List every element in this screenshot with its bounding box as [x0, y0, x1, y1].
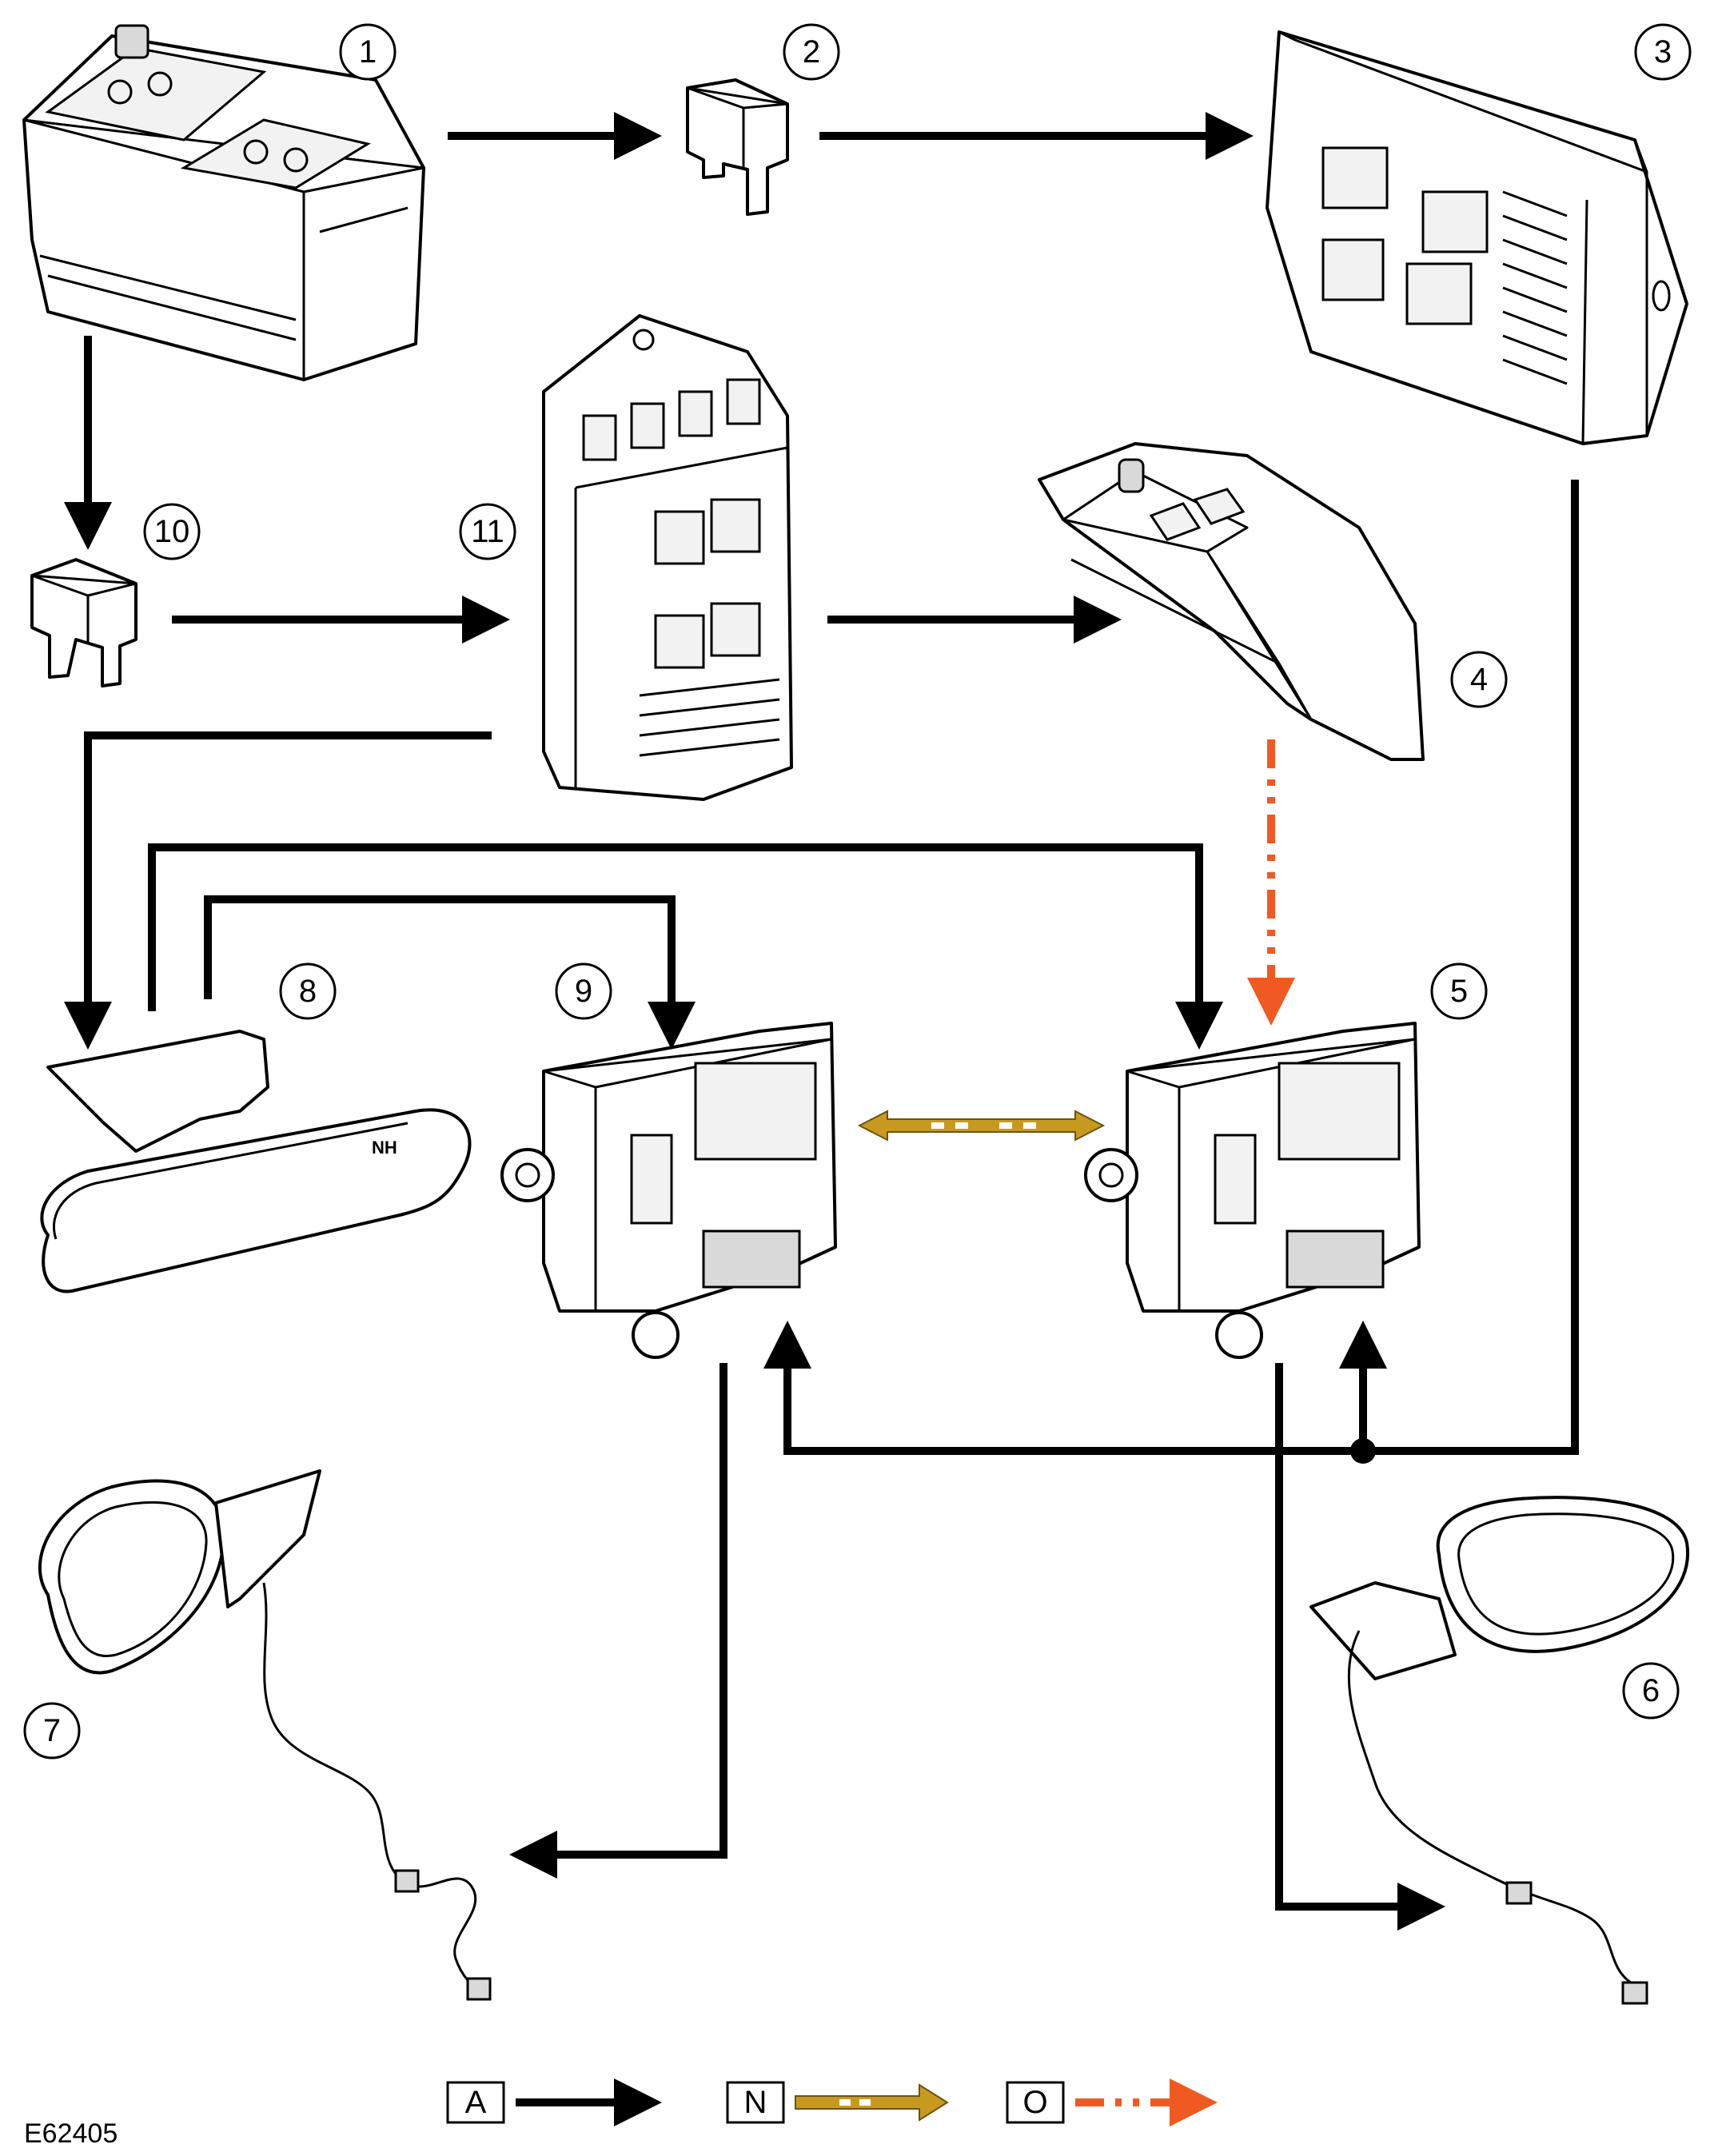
mirror-control-switch	[1038, 442, 1425, 761]
wire-cjb-to-modules	[763, 480, 1579, 1455]
svg-text:O: O	[1022, 2085, 1047, 2120]
svg-text:5: 5	[1450, 974, 1468, 1009]
battery	[22, 24, 425, 381]
junction-dot	[1350, 1438, 1376, 1464]
door-module-right	[1084, 1022, 1421, 1359]
callout-5: 5	[1430, 962, 1488, 1020]
callout-2: 2	[783, 23, 840, 81]
svg-text:2: 2	[803, 34, 820, 70]
wire-bjb-to-interior-mirror	[64, 731, 492, 1050]
wire-interior-mirror-to-module-left	[204, 895, 696, 1050]
wire-module-left-to-mirror-left	[509, 1363, 727, 1879]
exterior-mirror-right	[1309, 1496, 1690, 2005]
svg-text:9: 9	[575, 974, 592, 1009]
svg-text:8: 8	[299, 974, 317, 1009]
svg-text:1: 1	[359, 34, 377, 70]
callout-10: 10	[143, 503, 201, 560]
network-link-modules	[857, 1110, 1106, 1142]
svg-text:6: 6	[1642, 1673, 1660, 1708]
legend: A N O	[446, 2078, 1218, 2126]
callout-8: 8	[279, 962, 337, 1020]
legend-item-a: A	[446, 2078, 662, 2126]
svg-text:7: 7	[43, 1713, 61, 1748]
connections	[64, 112, 1579, 1931]
battery-junction-box	[542, 314, 793, 801]
svg-text:3: 3	[1654, 34, 1672, 70]
callout-1: 1	[339, 23, 397, 81]
wire-module-right-to-mirror-right	[1275, 1363, 1445, 1931]
svg-text:A: A	[465, 2085, 487, 2120]
svg-text:10: 10	[154, 514, 190, 549]
fuse-left	[30, 558, 138, 687]
legend-item-o: O	[1006, 2078, 1218, 2126]
door-module-left	[500, 1022, 837, 1359]
callout-4: 4	[1450, 651, 1508, 708]
svg-text:NH: NH	[372, 1138, 397, 1158]
callout-9: 9	[555, 962, 612, 1020]
exterior-mirror-left	[38, 1469, 492, 2001]
wire-interior-mirror-to-module-right	[148, 843, 1223, 1050]
callout-6: 6	[1622, 1662, 1680, 1720]
svg-text:N: N	[744, 2085, 767, 2120]
legend-item-n: N	[726, 2081, 949, 2124]
fuse-top	[686, 78, 789, 216]
svg-text:11: 11	[471, 514, 504, 549]
interior-mirror: NH	[40, 1030, 472, 1293]
callout-11: 11	[459, 503, 516, 560]
central-junction-box	[1266, 30, 1688, 445]
callout-7: 7	[23, 1702, 81, 1759]
callout-3: 3	[1634, 23, 1692, 81]
svg-text:4: 4	[1470, 662, 1488, 697]
figure-id: E62405	[24, 2118, 118, 2149]
